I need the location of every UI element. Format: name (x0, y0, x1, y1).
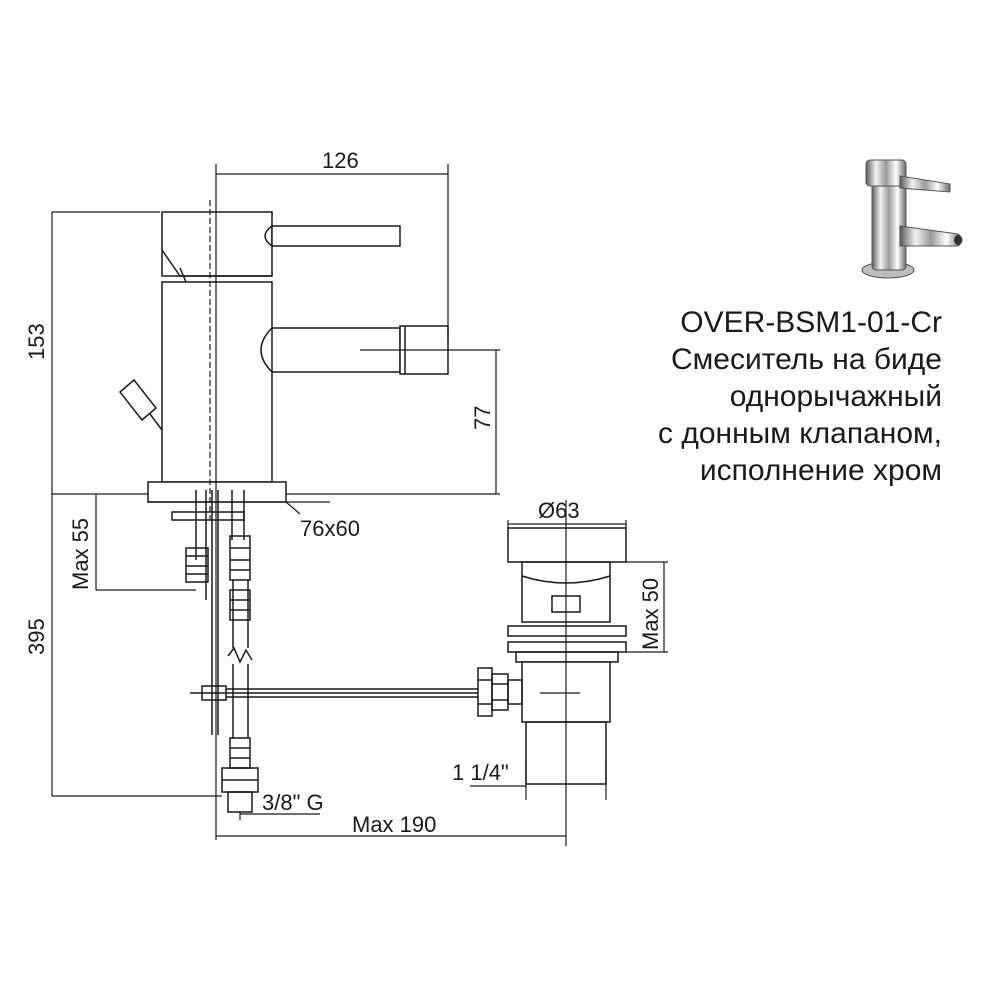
product-model: OVER-BSM1-01-Cr (680, 306, 942, 339)
dim-thread-1-1-4: 1 1/4" (452, 760, 509, 785)
drain-valve (477, 527, 627, 785)
dimension-lines (51, 164, 668, 846)
dim-drain-max-50: Max 50 (638, 578, 663, 650)
dim-max-55: Max 55 (68, 518, 93, 590)
dim-spout-77: 77 (470, 406, 495, 430)
dim-hose-395: 395 (24, 618, 49, 655)
product-description-line: однорычажный (729, 380, 942, 413)
product-description-line: исполнение хром (699, 454, 942, 487)
product-caption: OVER-BSM1-01-Cr Смеситель на биде одноры… (658, 304, 942, 489)
dim-height-153: 153 (24, 323, 49, 360)
faucet-body (118, 211, 478, 813)
dim-base-76x60: 76x60 (300, 516, 360, 541)
product-description-line: с донным клапаном, (658, 417, 942, 450)
product-description-line: Смеситель на биде (670, 343, 942, 376)
dim-drain-63: Ø63 (538, 498, 580, 523)
dim-hose-thread: 3/8" G (262, 790, 324, 815)
dim-max-190: Max 190 (352, 812, 436, 837)
bidet-mixer-photo-icon (861, 159, 963, 279)
dimension-labels: 126 153 77 76x60 Max 55 395 Ø63 Max 50 1… (24, 148, 663, 837)
dim-width-126: 126 (322, 148, 359, 173)
